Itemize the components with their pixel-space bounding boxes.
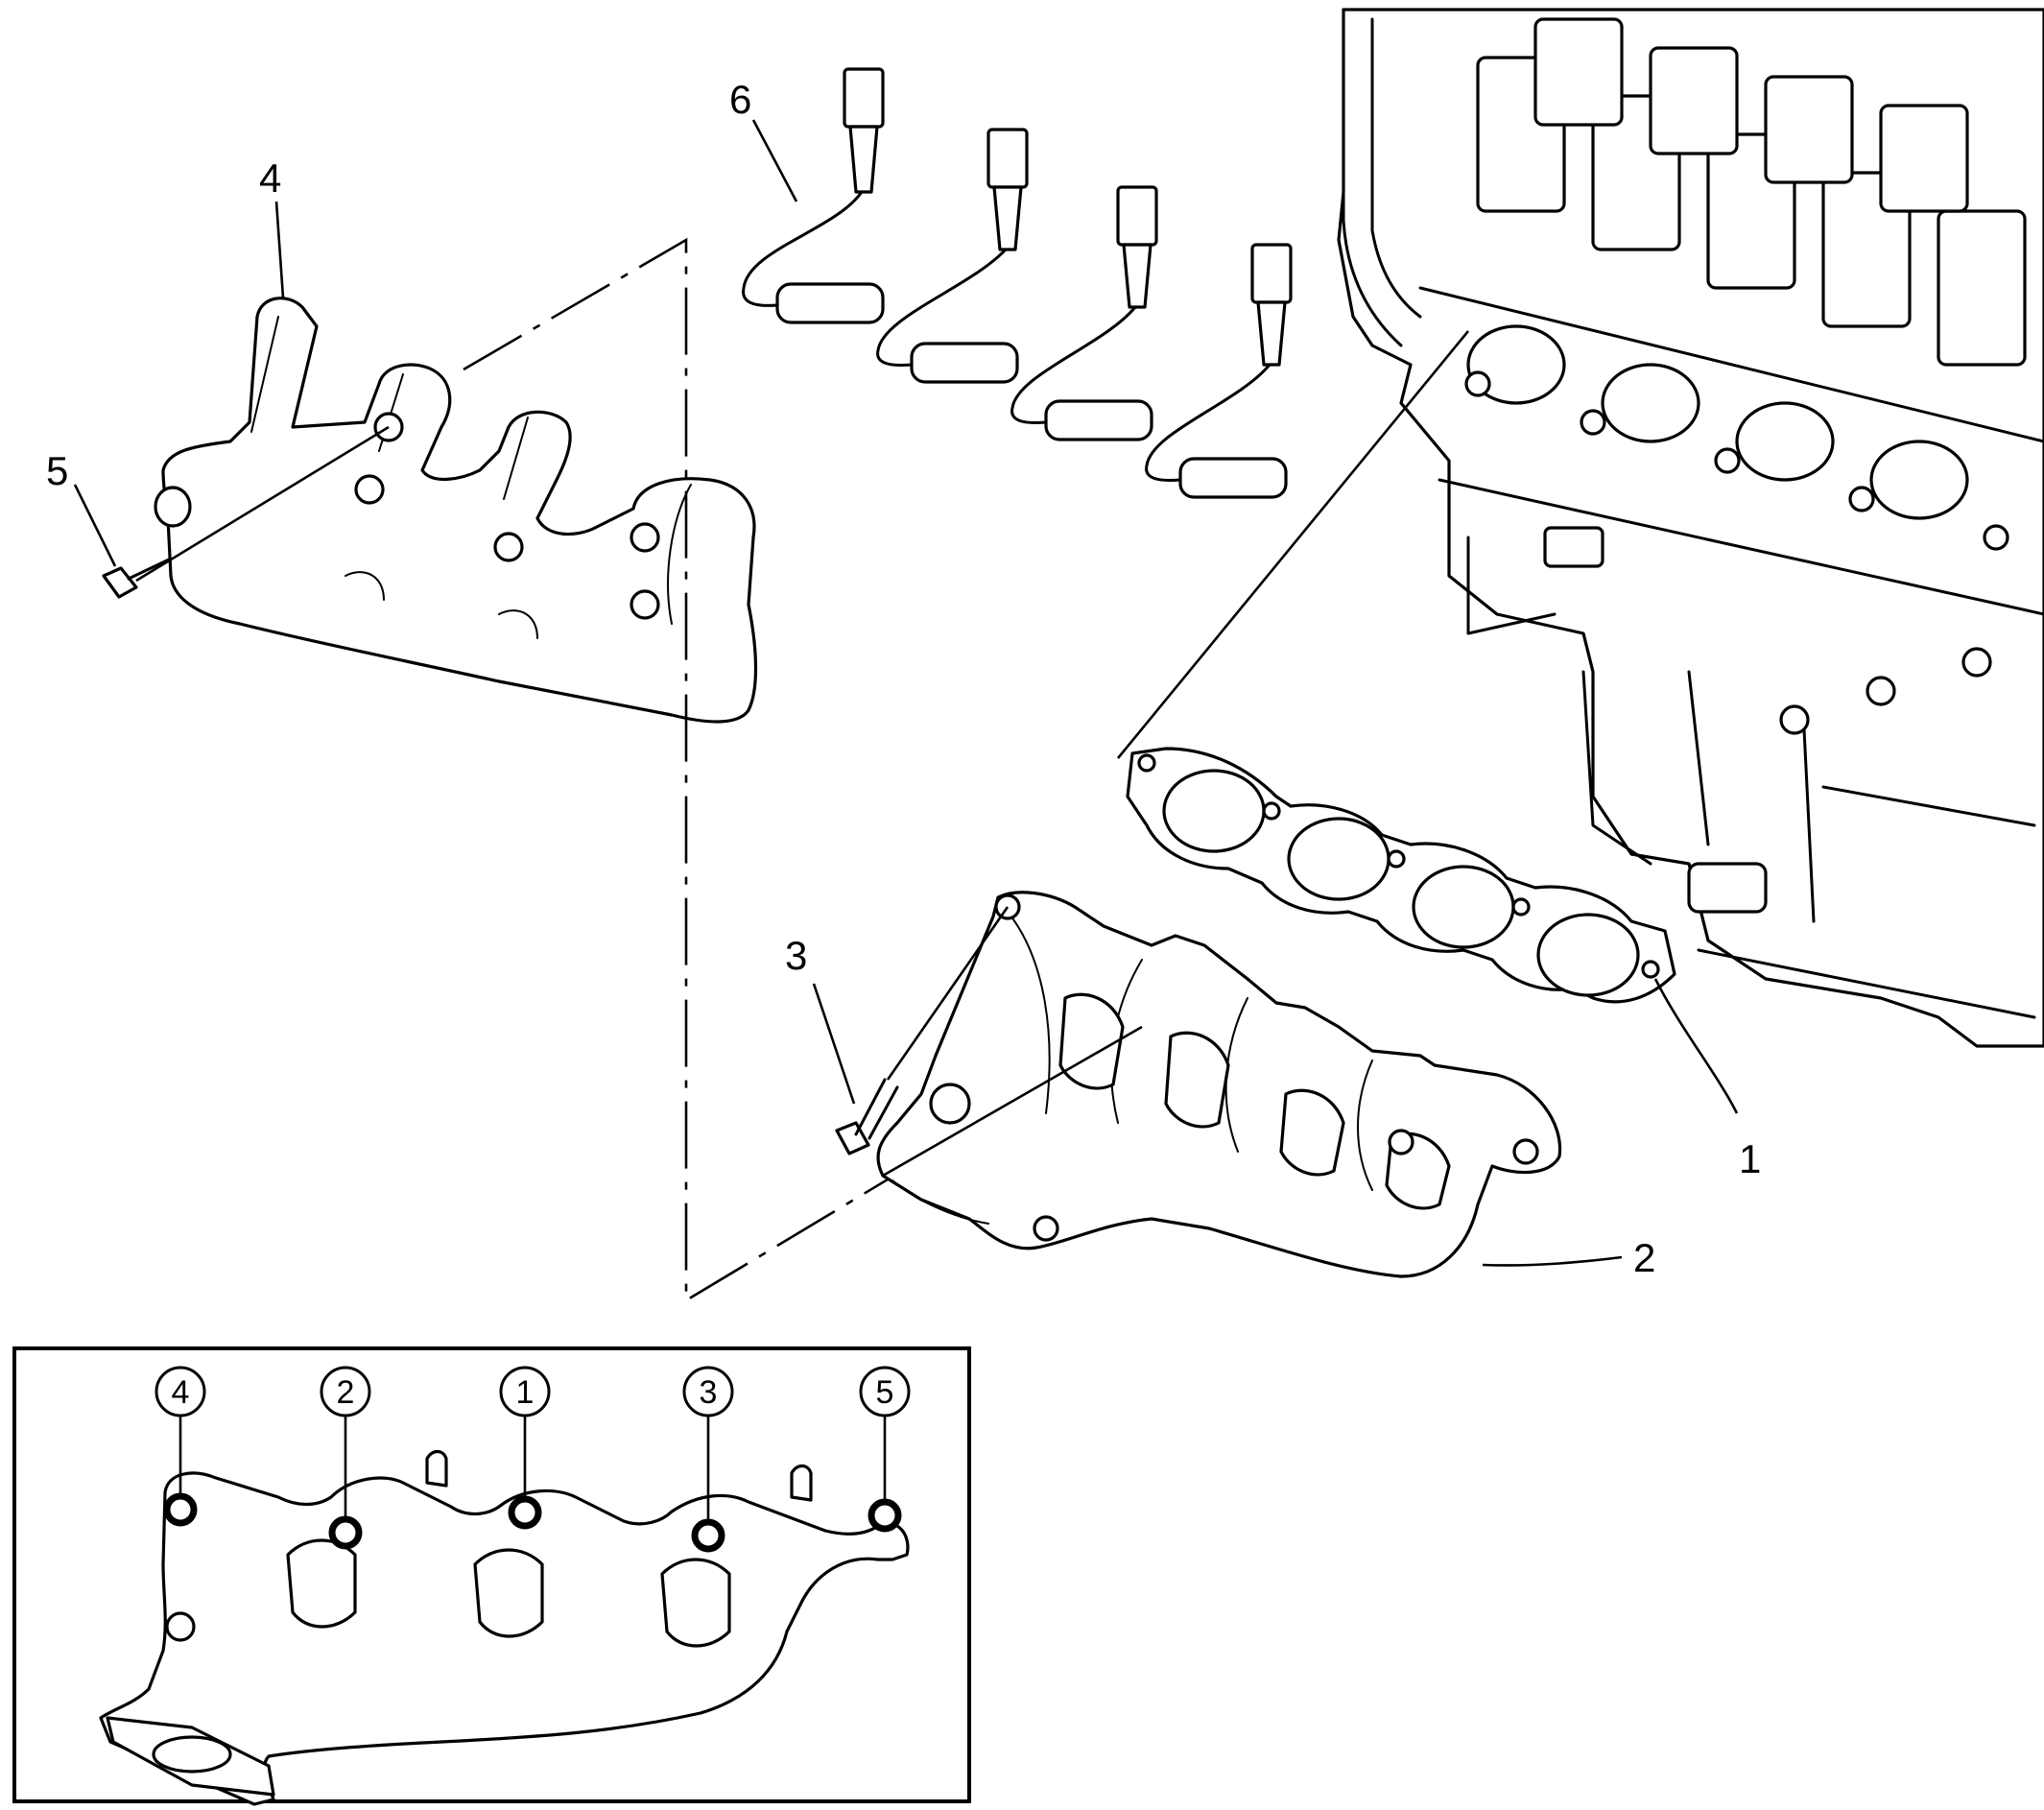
manifold-bolt-axis-line: [886, 906, 1010, 1081]
sequence-marker-3: 3: [682, 1366, 734, 1417]
callout-6-label: 6: [729, 77, 751, 122]
manifold-axis-line: [882, 1025, 1143, 1178]
sequence-marker-2: 2: [320, 1366, 371, 1417]
callout-1: 1: [1653, 978, 1761, 1181]
exhaust-manifold-bolt: [835, 1078, 899, 1155]
callout-1-label: 1: [1739, 1136, 1761, 1181]
sequence-number-4: 4: [172, 1374, 190, 1411]
sequence-marker-4: 4: [154, 1366, 206, 1417]
callout-4: 4: [259, 155, 285, 298]
callout-6: 6: [729, 77, 798, 202]
sequence-number-5: 5: [876, 1374, 894, 1411]
exhaust-manifold: [876, 891, 1562, 1278]
callout-3: 3: [785, 933, 856, 1105]
heat-shield-bolt-axis-line: [135, 425, 390, 583]
callout-3-label: 3: [785, 933, 807, 978]
spark-plug-wire-set: [742, 67, 1293, 499]
callout-2-label: 2: [1633, 1235, 1655, 1280]
tightening-sequence-inset: 4 2 1 3 5: [12, 1346, 971, 1806]
callout-5: 5: [46, 448, 117, 567]
heat-shield: [154, 297, 758, 724]
engine-block: [1337, 8, 2044, 1048]
callout-4-label: 4: [259, 155, 281, 201]
sequence-number-3: 3: [700, 1374, 718, 1411]
sequence-marker-1: 1: [499, 1366, 551, 1417]
sequence-marker-5: 5: [859, 1366, 911, 1417]
sequence-number-1: 1: [516, 1374, 535, 1411]
heat-shield-bolt: [102, 558, 171, 599]
callout-2: 2: [1482, 1235, 1655, 1280]
callout-5-label: 5: [46, 448, 68, 493]
exhaust-manifold-gasket: [1126, 747, 1676, 1004]
gasket-alignment-line: [1116, 330, 1470, 759]
sequence-number-2: 2: [337, 1374, 355, 1411]
